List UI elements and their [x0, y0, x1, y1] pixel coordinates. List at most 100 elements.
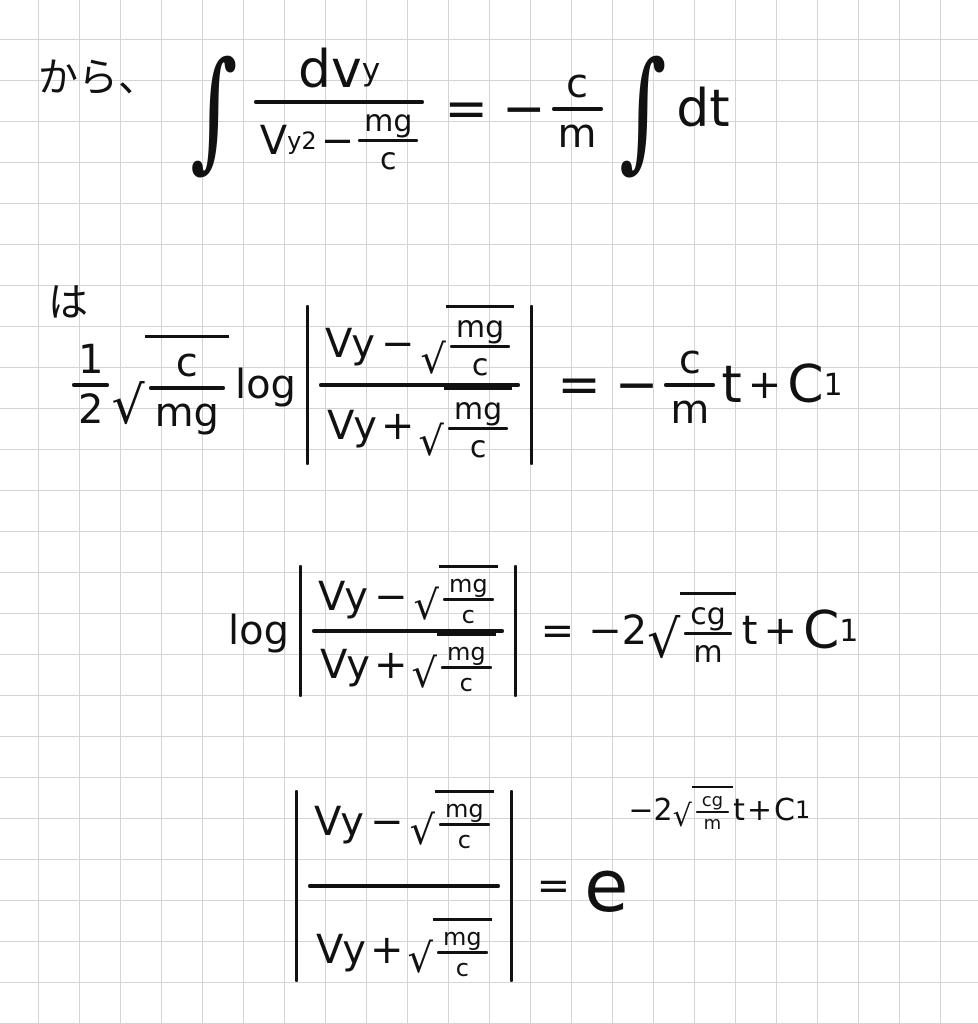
- eq1-den-sup: 2: [301, 126, 317, 155]
- eq2-sqrt-top: √ mg c: [420, 305, 515, 383]
- eq2-sqrt-bottom: √ mg c: [418, 387, 513, 465]
- eq4-sqrt-top: √ mg c: [409, 790, 494, 854]
- eq1-dt: dt: [676, 78, 730, 139]
- eq2-rhs-den: m: [670, 387, 710, 433]
- eq2-rhs-bar: [664, 383, 716, 387]
- eq4-main-num: Vy − √ mg c: [308, 790, 500, 884]
- eq2-half-den: 2: [78, 387, 104, 433]
- eq2-sqrt-den: mg: [154, 389, 219, 436]
- eq3-plus-bottom: +: [373, 642, 408, 688]
- eq2-t: t: [721, 355, 742, 415]
- eq3-mg-top: mg: [448, 570, 488, 598]
- eq2-c-top: c: [471, 348, 489, 383]
- eq2-half-num: 1: [78, 337, 104, 383]
- eq4-mg-bottom: mg: [442, 923, 482, 951]
- eq1-mg: mg: [364, 104, 413, 139]
- eq2-mgc-bottom-bar: [447, 427, 509, 430]
- eq4-c-bottom: c: [455, 954, 469, 982]
- eq2-mgc-top: mg c: [449, 310, 511, 383]
- eq1-num-sub: y: [361, 52, 381, 88]
- eq4-main-bar: [308, 884, 500, 888]
- eq1-rhs-num: c: [566, 60, 589, 107]
- eq4-abs: Vy − √ mg c Vy +: [285, 790, 523, 982]
- eq4-abs-right: [509, 790, 513, 982]
- eq2-sqrt: √ c mg: [111, 334, 229, 436]
- eq3-coef: −2: [588, 608, 648, 654]
- eq3-log: log: [228, 608, 289, 654]
- eq1-den-sub: y: [287, 126, 302, 155]
- eq3-sqrt-top: √ mg c: [413, 565, 498, 629]
- eq4-exp-radicand: cg m: [691, 786, 734, 834]
- eq2-minus-top: −: [380, 321, 415, 367]
- eq2-mgc-top-bar: [449, 345, 511, 348]
- eq3-main-fraction: Vy − √ mg c Vy +: [311, 565, 504, 697]
- eq4-exp-plus: +: [746, 792, 773, 828]
- eq1-fraction-bar: [253, 100, 425, 104]
- intro-text: から、: [38, 55, 158, 101]
- eq4-equals: =: [536, 863, 571, 909]
- eq3-mgc-bottom-bar: [440, 666, 492, 669]
- eq3-radicand-top: mg c: [438, 565, 498, 629]
- eq3-abs: Vy − √ mg c Vy +: [289, 565, 527, 697]
- integral-sign-2: ∫: [618, 32, 667, 185]
- eq2-radical-sign: √: [111, 375, 145, 436]
- eq3-sqrt-num: cg: [690, 597, 726, 632]
- eq4-abs-left: [295, 790, 298, 982]
- eq2-half: 1 2: [72, 337, 110, 433]
- eq4-radical-bottom: √: [407, 936, 433, 982]
- eq3-mg-bottom: mg: [446, 638, 486, 666]
- eq2-main-fraction: Vy − √ mg c Vy +: [318, 305, 521, 465]
- eq3-main-bar: [311, 629, 504, 633]
- eq3-c-top: c: [461, 601, 475, 629]
- eq4-exp-C: C: [774, 792, 795, 828]
- eq3-C: C: [802, 601, 840, 661]
- eq3-vy-bottom: Vy: [319, 642, 370, 688]
- eq2-log: log: [234, 362, 296, 408]
- eq2-vy-bottom: Vy: [326, 403, 377, 449]
- eq2-C: C: [787, 355, 824, 415]
- eq2-half-bar: [72, 383, 110, 387]
- connector-text: は: [48, 280, 88, 326]
- eq3-t: t: [741, 608, 758, 654]
- eq2-sqrt-num: c: [175, 339, 198, 386]
- eq2-mg-top: mg: [455, 310, 505, 345]
- eq2-abs: Vy − √ mg c Vy +: [296, 305, 543, 465]
- eq2-radical-bottom: √: [418, 419, 444, 465]
- eq4-mg-top: mg: [444, 795, 484, 823]
- eq1-rhs-den: m: [557, 110, 597, 157]
- eq4-radical-top: √: [409, 808, 435, 854]
- eq3-vy-top: Vy: [317, 574, 368, 620]
- eq3-radicand: cg m: [680, 592, 736, 670]
- eq1-mg-over-c: mg c: [358, 104, 419, 177]
- eq2-rhs-minus: −: [614, 355, 659, 415]
- eq4-exp-sqrt: √ cg m: [672, 786, 734, 834]
- eq2-main-den: Vy + √ mg c: [321, 387, 518, 465]
- eq3-sqrt-bottom: √ mg c: [411, 633, 496, 697]
- eq4-mgc-bottom: mg c: [436, 923, 488, 982]
- eq4-exp-coef: −2: [628, 792, 673, 828]
- eq4-minus-top: −: [369, 799, 404, 845]
- eq3-mgc-top: mg c: [442, 570, 494, 629]
- eq3-radical-bottom: √: [411, 651, 437, 697]
- eq1-equals: =: [444, 78, 488, 139]
- eq3-abs-right: [513, 565, 517, 697]
- eq2-c-bottom: c: [469, 430, 487, 465]
- eq3-minus-top: −: [373, 574, 408, 620]
- eq4-exp-radical: √: [672, 799, 692, 834]
- eq4-main-fraction: Vy − √ mg c Vy +: [308, 790, 500, 982]
- eq2-sqrt-bar: [148, 385, 225, 390]
- eq2-radical-top: √: [420, 337, 446, 383]
- eq2-sqrt-fraction: c mg: [148, 339, 225, 436]
- eq2-plus-bottom: +: [380, 403, 415, 449]
- eq2-mg-bottom: mg: [453, 392, 503, 427]
- eq4-mgc-top: mg c: [438, 795, 490, 854]
- eq4-e: e: [584, 844, 629, 928]
- equation-3: log Vy − √ mg c: [228, 565, 858, 697]
- eq4-exp-fraction: cg m: [695, 790, 730, 834]
- eq3-main-num: Vy − √ mg c: [312, 565, 504, 629]
- eq4-plus-bottom: +: [369, 927, 404, 973]
- eq4-sqrt-bottom: √ mg c: [407, 918, 492, 982]
